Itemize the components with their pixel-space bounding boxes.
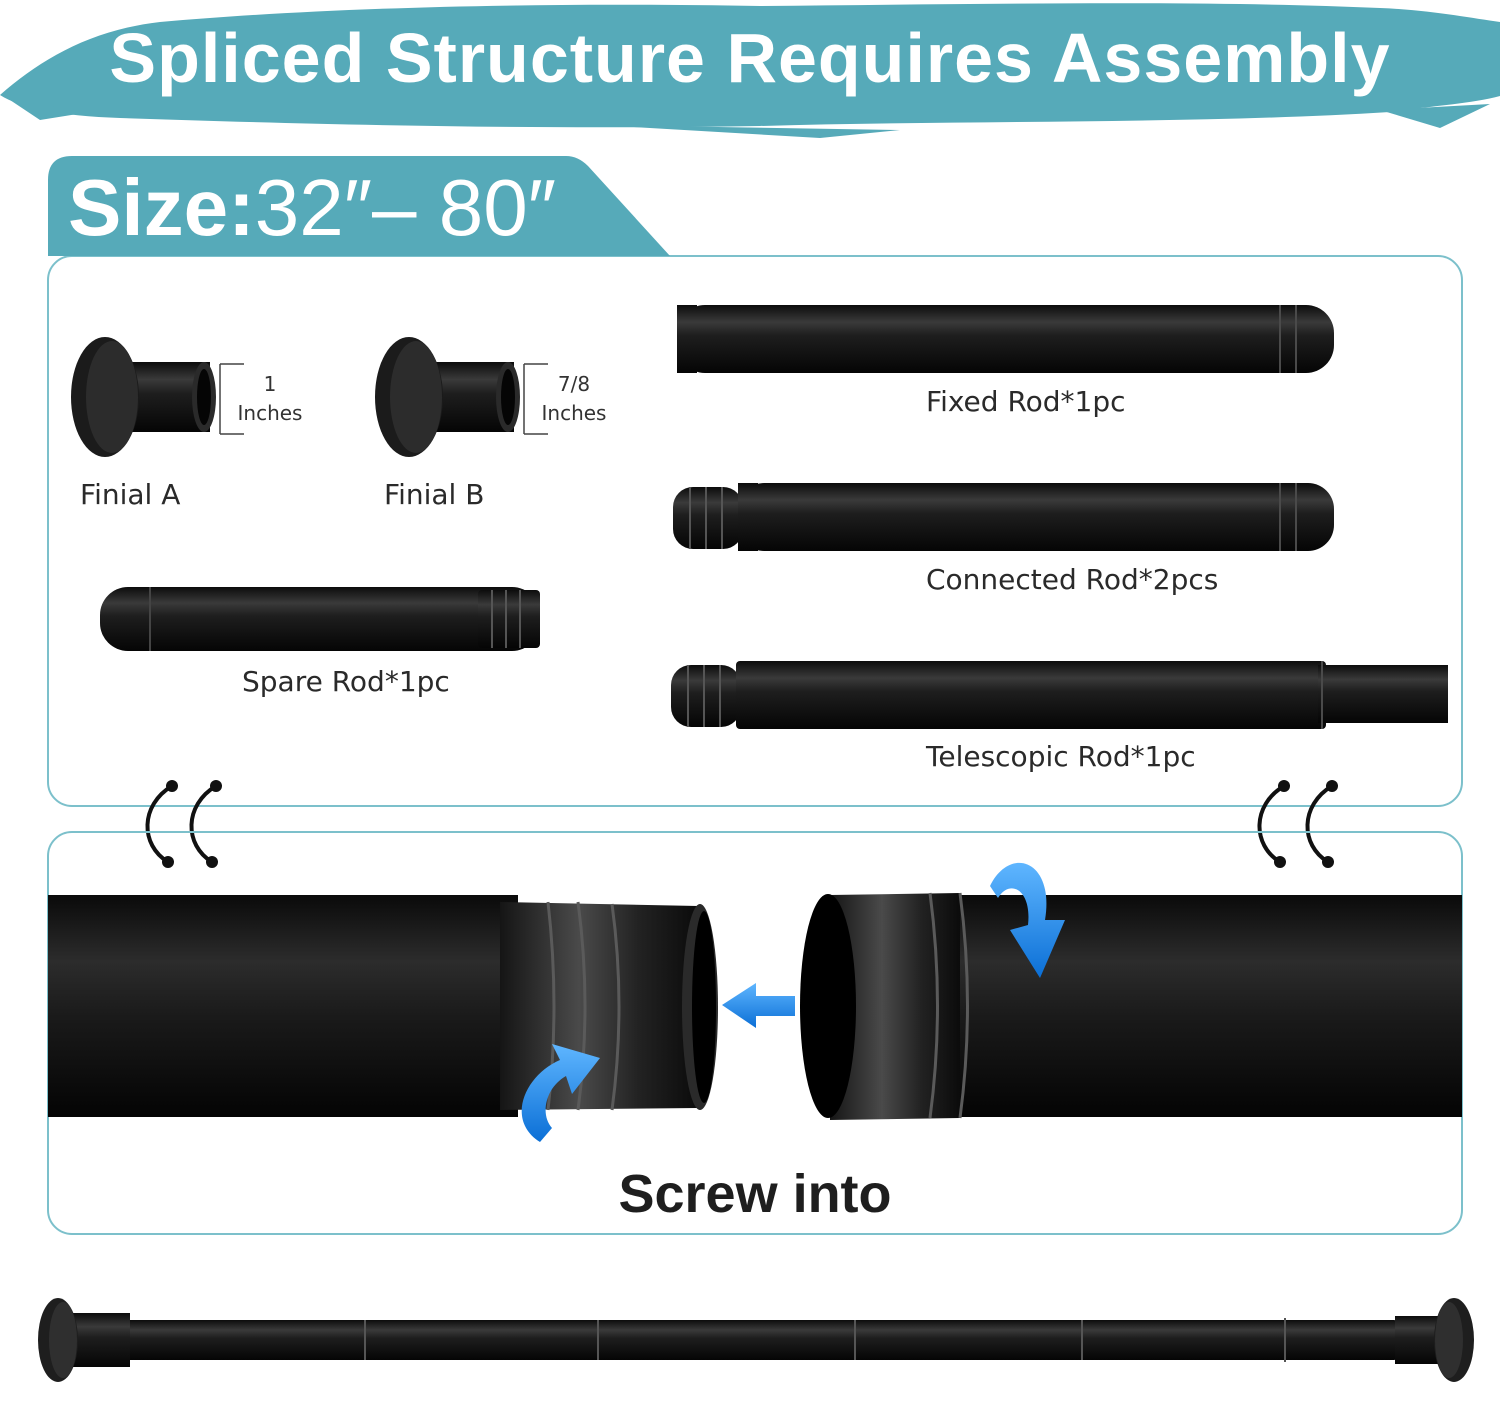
connected-rod-label: Connected Rod*2pcs xyxy=(926,563,1219,596)
size-value: 32″– 80″ xyxy=(254,163,557,252)
spare-rod-image xyxy=(100,587,540,651)
finial-b-dimension: 7/8 Inches xyxy=(524,370,624,428)
fixed-rod-label: Fixed Rod*1pc xyxy=(926,385,1126,418)
spare-rod-label: Spare Rod*1pc xyxy=(242,665,450,698)
connected-rod-image xyxy=(673,483,1334,551)
finial-a-image xyxy=(71,337,244,457)
finial-a-dim-value: 1 xyxy=(263,372,277,396)
assembly-caption: Screw into xyxy=(618,1164,892,1224)
size-label: Size: xyxy=(68,163,255,252)
banner-title: Spliced Structure Requires Assembly xyxy=(109,19,1391,97)
rotate-arrow-icon xyxy=(521,862,1065,1142)
telescopic-rod-image xyxy=(671,661,1448,729)
assembled-rod-image xyxy=(38,1298,1474,1382)
size-heading: Size:32″– 80″ xyxy=(68,168,556,248)
bracket-icon xyxy=(145,784,1334,864)
finial-a-label: Finial A xyxy=(80,478,181,511)
finial-a-dim-unit: Inches xyxy=(237,401,303,425)
finial-b-dim-unit: Inches xyxy=(541,401,607,425)
right-rod-closeup xyxy=(800,892,1462,1120)
fixed-rod-image xyxy=(677,305,1334,373)
finial-a-dimension: 1 Inches xyxy=(220,370,320,428)
finial-b-label: Finial B xyxy=(384,478,485,511)
banner-brush xyxy=(0,3,1500,138)
parts-frame xyxy=(47,156,1463,807)
left-rod-closeup xyxy=(48,895,718,1117)
telescopic-rod-label: Telescopic Rod*1pc xyxy=(926,740,1196,773)
finial-b-dim-value: 7/8 xyxy=(557,372,591,396)
left-arrow-icon xyxy=(722,983,795,1028)
finial-b-image xyxy=(375,337,548,457)
